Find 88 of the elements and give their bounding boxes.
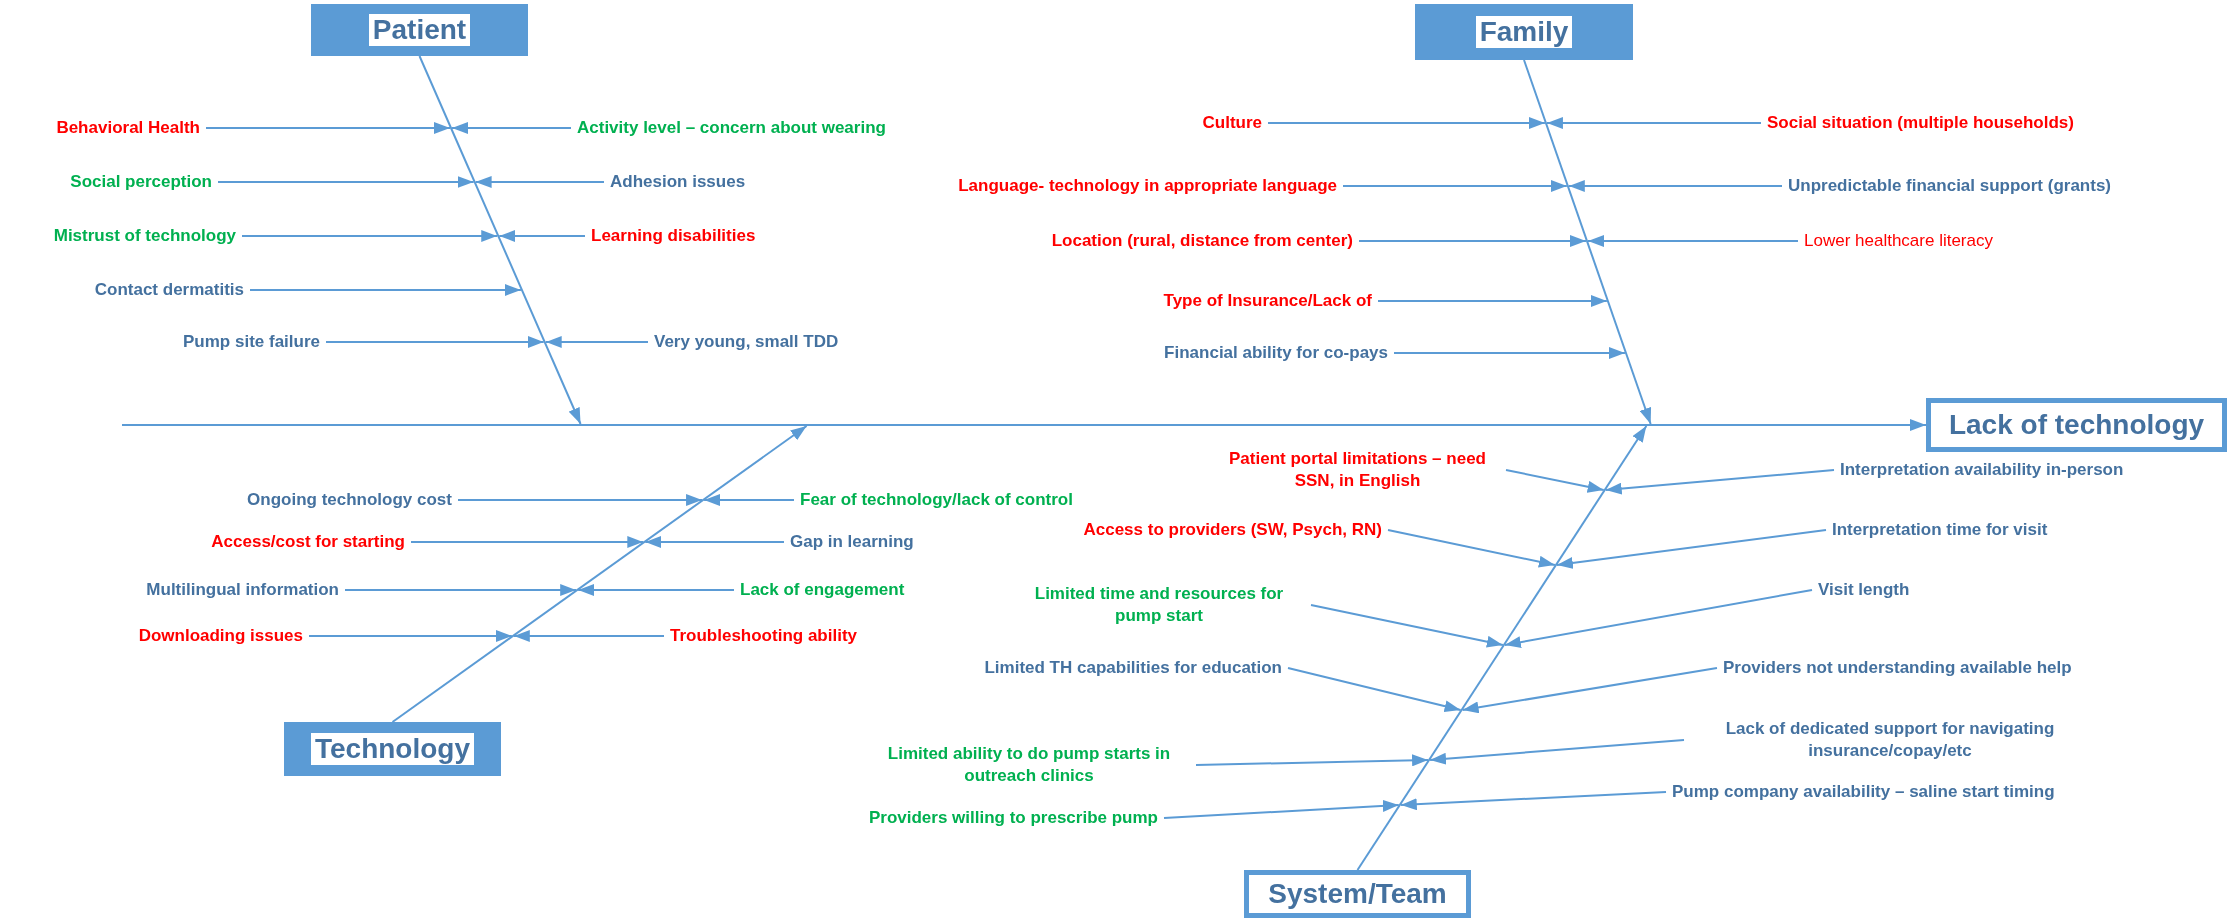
cause-label: Troubleshooting ability	[670, 624, 857, 648]
cause-label: Limited TH capabilities for education	[984, 656, 1282, 680]
cause-arrow	[1163, 799, 1400, 819]
category-box	[284, 722, 501, 776]
cause-arrow	[1505, 469, 1605, 493]
bone-arrow	[391, 425, 808, 723]
bone-arrow	[418, 55, 582, 425]
cause-label: Learning disabilities	[591, 224, 756, 248]
cause-label: Behavioral Health	[56, 116, 200, 140]
cause-arrow	[1267, 117, 1546, 129]
cause-label: Interpretation time for visit	[1832, 518, 2048, 542]
cause-arrow	[217, 176, 475, 188]
bone-arrow	[1523, 59, 1652, 425]
cause-label: Providers willing to prescribe pump	[868, 806, 1158, 830]
cause-label: Unpredictable financial support (grants)	[1788, 174, 2112, 198]
cause-label: Mistrust of technology	[53, 224, 236, 248]
cause-arrow	[1567, 180, 1783, 192]
cause-arrow	[344, 584, 578, 596]
cause-arrow	[308, 630, 513, 642]
cause-label: Culture	[1202, 111, 1262, 135]
cause-arrow	[577, 584, 735, 596]
cause-arrow	[1399, 791, 1667, 811]
cause-arrow	[1555, 529, 1827, 569]
cause-label: Multilingual information	[146, 578, 339, 602]
cause-arrow	[1287, 667, 1462, 713]
spine-arrow	[1879, 419, 1927, 431]
category-label: Technology	[310, 732, 474, 766]
cause-label: Access/cost for starting	[211, 530, 405, 554]
cause-label: Lower healthcare literacy	[1804, 229, 1993, 253]
cause-label: Language- technology in appropriate language	[958, 174, 1337, 198]
cause-label: Pump company availability – saline start timing	[1672, 780, 2055, 804]
cause-label: Limited time and resources for pump start	[1013, 582, 1305, 628]
effect-box	[1926, 398, 2227, 452]
cause-arrow	[512, 630, 665, 642]
cause-arrow	[249, 284, 522, 296]
cause-arrow	[1393, 347, 1626, 359]
cause-arrow	[1310, 604, 1504, 648]
cause-arrow	[474, 176, 605, 188]
cause-arrow	[410, 536, 645, 548]
cause-label: Ongoing technology cost	[247, 488, 452, 512]
cause-label: Fear of technology/lack of control	[800, 488, 1073, 512]
cause-arrow	[325, 336, 545, 348]
category-box	[311, 4, 528, 56]
cause-arrow	[1503, 589, 1813, 649]
cause-arrow	[457, 494, 704, 506]
cause-label: Pump site failure	[183, 330, 320, 354]
cause-arrow	[544, 336, 649, 348]
cause-label: Visit length	[1818, 578, 1910, 602]
cause-label: Gap in learning	[790, 530, 914, 554]
spine-line	[122, 424, 1880, 426]
cause-label: Location (rural, distance from center)	[1051, 229, 1353, 253]
cause-arrow	[1377, 295, 1608, 307]
cause-arrow	[703, 494, 795, 506]
cause-label: Interpretation availability in-person	[1840, 458, 2124, 482]
cause-arrow	[1342, 180, 1568, 192]
cause-label: Contact dermatitis	[94, 278, 244, 302]
cause-label: Social perception	[70, 170, 212, 194]
cause-label: Activity level – concern about wearing	[577, 116, 886, 140]
cause-arrow	[1461, 667, 1718, 714]
category-label: Family	[1475, 15, 1573, 49]
cause-label: Lack of dedicated support for navigating insurance/copay/etc	[1690, 717, 2090, 763]
cause-label: Access to providers (SW, Psych, RN)	[1083, 518, 1382, 542]
cause-arrow	[1195, 754, 1430, 767]
cause-label: Providers not understanding available help	[1723, 656, 2072, 680]
cause-arrow	[1429, 739, 1685, 765]
category-box	[1415, 4, 1633, 60]
cause-arrow	[1587, 235, 1799, 247]
cause-arrow	[1387, 529, 1556, 568]
cause-label: Patient portal limitations – need SSN, in English	[1215, 447, 1500, 493]
cause-label: Downloading issues	[138, 624, 303, 648]
cause-arrow	[205, 122, 451, 134]
cause-label: Financial ability for co-pays	[1164, 341, 1388, 365]
cause-arrow	[644, 536, 785, 548]
bone-arrow	[1356, 425, 1648, 871]
cause-arrow	[498, 230, 586, 242]
cause-label: Very young, small TDD	[654, 330, 839, 354]
cause-label: Limited ability to do pump starts in outreach clinics	[868, 742, 1190, 788]
cause-arrow	[1604, 469, 1835, 495]
cause-label: Adhesion issues	[610, 170, 746, 194]
cause-label: Type of Insurance/Lack of	[1163, 289, 1372, 313]
category-label: Patient	[368, 13, 471, 47]
cause-arrow	[1545, 117, 1762, 129]
cause-arrow	[241, 230, 499, 242]
cause-arrow	[1358, 235, 1587, 247]
cause-arrow	[451, 122, 572, 134]
cause-label: Lack of engagement	[740, 578, 905, 602]
effect-box	[1244, 870, 1471, 918]
cause-label: Social situation (multiple households)	[1767, 111, 2074, 135]
